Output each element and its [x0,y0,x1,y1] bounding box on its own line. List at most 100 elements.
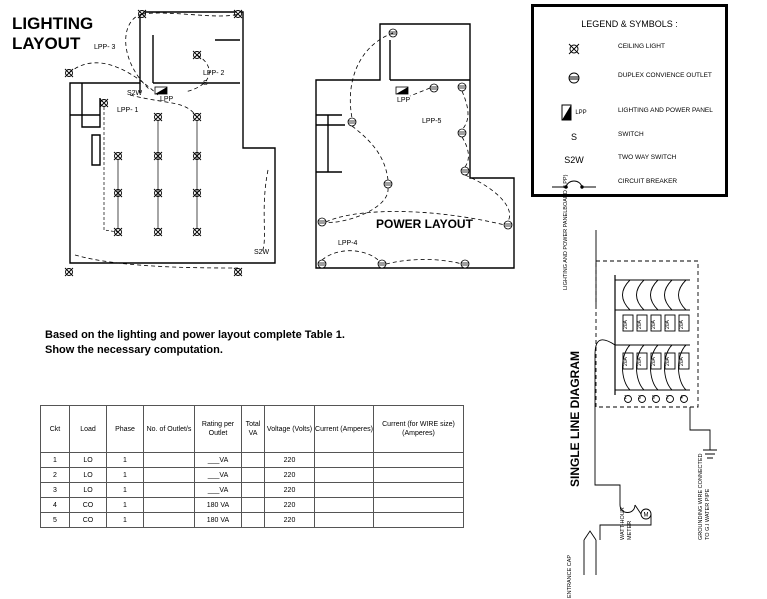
table-cell[interactable] [241,452,265,468]
header-phase: Phase [106,405,144,453]
table-cell[interactable] [241,497,265,513]
duplex-outlet-icon [460,166,470,176]
lpp-symbol-text: LPP [575,110,587,116]
ceiling-light-icon [233,9,243,19]
table-cell[interactable] [143,467,195,483]
table-cell: CO [69,497,107,513]
power-outer-wall [315,23,515,269]
table-cell[interactable] [143,497,195,513]
table-cell: 220 [264,467,315,483]
entrance-cap-icon [583,530,597,575]
header-ckt: Ckt [40,405,70,453]
lpp-panel-icon: LPP [552,103,596,123]
single-line-diagram-drawing: M [583,230,717,575]
duplex-outlet-icon [503,220,513,230]
breaker-bank [615,279,690,403]
legend-label: TWO WAY SWITCH [618,154,677,161]
ceiling-light-icon [552,39,596,59]
s2w-top-label: S2W [127,90,143,97]
duplex-outlet-icon [460,259,470,269]
legend-row-lpp-panel: LPP LIGHTING AND POWER PANEL [534,103,725,123]
table-cell: ___VA [194,452,242,468]
lighting-lpp-panel-icon [154,86,168,95]
lpp5-label: LPP-5 [422,118,442,125]
duplex-outlet-icon [552,68,596,88]
circuit-number-label: 2 [666,395,669,401]
table-cell[interactable] [241,467,265,483]
table-cell: 1 [106,497,144,513]
lpp1-label: LPP- 1 [117,107,139,114]
header-voltage: Voltage (Volts) [264,405,315,453]
table-cell[interactable] [314,512,374,528]
duplex-outlet-icon [457,82,467,92]
breaker-rating-label: 20A [623,320,629,329]
table-cell[interactable] [373,452,464,468]
grounding-label-line2: TO G.I WATER PIPE [705,488,711,540]
table-cell: LO [69,482,107,498]
circuit-number-label: 4 [680,395,683,401]
instruction-line-1: Based on the lighting and power layout c… [45,329,345,341]
legend-row-circuit-breaker: CIRCUIT BREAKER [534,174,725,194]
circuit-breaker-icon [552,174,596,194]
table-cell: LO [69,452,107,468]
ceiling-light-icon [233,267,243,277]
table-cell[interactable] [373,482,464,498]
feeder-line [594,339,636,513]
circuit-number-label: 5 [652,395,655,401]
table-cell: 1 [106,467,144,483]
table-cell: 180 VA [194,512,242,528]
table-cell: 1 [106,482,144,498]
legend-label: LIGHTING AND POWER PANEL [618,107,713,114]
table-cell[interactable] [373,512,464,528]
duplex-outlet-icon [317,259,327,269]
duplex-outlet-icon [347,117,357,127]
instructions: Based on the lighting and power layout c… [45,328,345,358]
table-cell[interactable] [373,467,464,483]
ceiling-light-icon [153,227,163,237]
table-cell[interactable] [314,482,374,498]
table-cell[interactable] [241,512,265,528]
duplex-outlet-icon [429,83,439,93]
table-cell[interactable] [143,482,195,498]
table-cell[interactable] [241,482,265,498]
circuit-number-label: 3 [638,395,641,401]
panelboard-label: LIGHTING AND POWER PANELBOARD (LPP) [563,175,570,290]
legend-row-two-way-switch: S2W TWO WAY SWITCH [534,150,725,170]
ground-icon [703,449,717,459]
floor-plans-drawing [64,9,515,277]
table-cell[interactable] [143,512,195,528]
table-cell[interactable] [314,497,374,513]
header-current: Current (Amperes) [314,405,374,453]
legend-row-switch: S SWITCH [534,127,725,147]
legend-box: LEGEND & SYMBOLS : CEILING LIGHT DUPLEX … [531,4,728,197]
duplex-outlet-icon [457,128,467,138]
table-cell: 3 [40,482,70,498]
lighting-panel-label: LPP [160,96,174,103]
breaker-rating-label: 20A [637,320,643,329]
table-cell[interactable] [314,467,374,483]
meter-label-line1: WATT-HOUR [620,507,626,540]
table-cell[interactable] [314,452,374,468]
breaker-rating-label: 20A [665,320,671,329]
panelboard-box [595,260,699,408]
legend-row-duplex-outlet: DUPLEX CONVIENCE OUTLET [534,68,725,88]
power-lpp-panel-icon [395,86,409,95]
lighting-title-line2: LAYOUT [12,34,81,53]
table-cell: 220 [264,482,315,498]
ceiling-light-icon [113,151,123,161]
single-line-diagram-title: SINGLE LINE DIAGRAM [568,350,582,487]
duplex-outlet-fixtures [317,28,513,269]
header-total-va: Total VA [241,405,265,453]
instruction-line-2: Show the necessary computation. [45,344,223,356]
duplex-outlet-icon [377,259,387,269]
grounding-wire [689,407,711,450]
breaker-rating-label: 20A [623,357,629,366]
legend-label: CEILING LIGHT [618,43,665,50]
table-cell[interactable] [143,452,195,468]
legend-label: CIRCUIT BREAKER [618,178,678,185]
header-current-wire: Current (for WIRE size) (Amperes) [373,405,464,453]
breaker-rating-label: 20A [679,357,685,366]
table-cell[interactable] [373,497,464,513]
